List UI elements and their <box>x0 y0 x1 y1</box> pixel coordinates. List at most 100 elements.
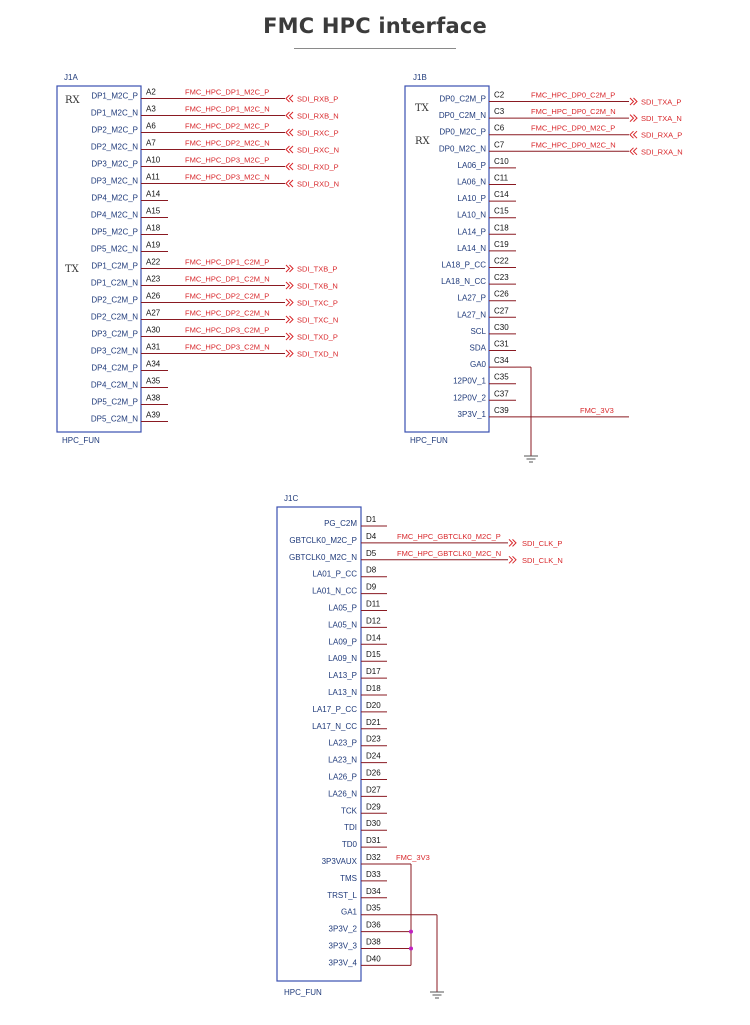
j1a-pin-name: DP4_C2M_N <box>91 381 138 390</box>
j1b-pin-number: C6 <box>494 124 505 133</box>
j1c-pin-name: LA01_P_CC <box>313 570 358 579</box>
j1b-net-label: FMC_HPC_DP0_C2M_N <box>531 107 616 116</box>
j1c-pin-number: D12 <box>366 616 381 625</box>
j1a-pin-name: DP4_M2C_P <box>91 194 138 203</box>
j1c-junction-dot <box>409 929 413 934</box>
j1c-pin-name: GBTCLK0_M2C_P <box>289 536 357 545</box>
j1a-net-label: FMC_HPC_DP1_M2C_N <box>185 105 270 114</box>
j1a-pin-name: DP2_M2C_N <box>91 143 138 152</box>
j1b-pin-name: LA06_N <box>457 178 486 187</box>
j1a-input-port-icon <box>285 94 294 103</box>
j1c-pin-name: LA17_N_CC <box>312 722 357 731</box>
j1a-pin-name: DP1_C2M_N <box>91 279 138 288</box>
j1a-net-label: FMC_HPC_DP2_M2C_N <box>185 139 270 148</box>
j1a-pin-number: A7 <box>146 139 156 148</box>
j1c-pin-number: D32 <box>366 853 381 862</box>
j1b-net-label: FMC_HPC_DP0_C2M_P <box>531 91 615 100</box>
j1a-pin-number: A34 <box>146 360 161 369</box>
j1a-port-label: SDI_RXC_P <box>297 129 339 138</box>
j1a-input-port-icon <box>285 128 294 137</box>
j1b-pin-number: C18 <box>494 223 509 232</box>
j1a-pin-name: DP5_M2C_N <box>91 245 138 254</box>
page-title-wrap: FMC HPC interface <box>0 14 750 38</box>
j1c-pin-name: GBTCLK0_M2C_N <box>289 553 357 562</box>
j1c-pin-name: 3P3VAUX <box>322 857 358 866</box>
j1c-pin-number: D29 <box>366 802 381 811</box>
j1c-pin-number: D38 <box>366 938 381 947</box>
j1c-pin-name: TRST_L <box>327 891 357 900</box>
j1c-pin-name: LA17_P_CC <box>313 705 358 714</box>
j1b-port-label: SDI_TXA_P <box>641 98 681 107</box>
j1b-pin-name: 3P3V_1 <box>458 410 487 419</box>
j1a-pin-name: DP4_C2M_P <box>91 364 138 373</box>
j1a-output-port-icon <box>285 349 294 358</box>
j1a-net-label: FMC_HPC_DP3_M2C_N <box>185 173 270 182</box>
j1c-pin-number: D30 <box>366 819 381 828</box>
j1a-input-port-icon-shape <box>285 128 294 137</box>
j1a-pin-number: A2 <box>146 88 156 97</box>
j1a-output-port-icon-shape <box>285 332 294 341</box>
j1a-pin-number: A14 <box>146 190 161 199</box>
j1c-pin-number: D35 <box>366 904 381 913</box>
j1c-pin-name: LA01_N_CC <box>312 587 357 596</box>
j1a-pin-number: A30 <box>146 326 161 335</box>
j1c-pin-name: TMS <box>340 874 357 883</box>
j1a-input-port-icon-shape <box>285 145 294 154</box>
j1c-pin-name: TDI <box>344 823 357 832</box>
j1b-pin-number: C26 <box>494 290 509 299</box>
j1c-pin-number: D33 <box>366 870 381 879</box>
j1b-pin-name: DP0_M2C_P <box>439 128 486 137</box>
j1c-pin-number: D26 <box>366 769 381 778</box>
j1c-pin-number: D15 <box>366 650 381 659</box>
j1b-pin-number: C22 <box>494 257 509 266</box>
j1b-pin-number: C39 <box>494 406 509 415</box>
j1c-pin-name: LA09_N <box>328 654 357 663</box>
j1c-pin-name: LA26_N <box>328 789 357 798</box>
j1b-output-port-icon <box>629 97 638 106</box>
j1a-port-label: SDI_RXB_N <box>297 112 339 121</box>
j1a-net-label: FMC_HPC_DP2_C2M_P <box>185 292 269 301</box>
j1a-output-port-icon <box>285 298 294 307</box>
j1c-pin-number: D8 <box>366 566 377 575</box>
j1c-net-label: FMC_HPC_GBTCLK0_M2C_N <box>397 549 501 558</box>
j1a-pin-name: DP5_M2C_P <box>91 228 138 237</box>
j1b-pin-name: SCL <box>470 327 486 336</box>
j1a-pin-name: DP3_C2M_N <box>91 347 138 356</box>
j1b-pin-number: C3 <box>494 107 505 116</box>
j1b-pin-number: C14 <box>494 190 509 199</box>
j1b-pin-number: C10 <box>494 157 509 166</box>
j1a-input-port-icon-shape <box>285 94 294 103</box>
j1c-3v3-label: FMC_3V3 <box>396 853 430 862</box>
j1a-pin-number: A15 <box>146 207 161 216</box>
j1c-pin-number: D31 <box>366 836 381 845</box>
j1a-input-port-icon <box>285 162 294 171</box>
j1b-pin-name: LA10_N <box>457 211 486 220</box>
j1c-pin-number: D23 <box>366 735 381 744</box>
j1b-body <box>404 85 490 433</box>
j1a-group-label: TX <box>65 264 80 275</box>
j1a-port-label: SDI_TXB_N <box>297 282 338 291</box>
j1a-input-port-icon-shape <box>285 111 294 120</box>
j1a-pin-number: A10 <box>146 156 161 165</box>
page-title: FMC HPC interface <box>263 14 487 38</box>
j1c-pin-number: D20 <box>366 701 381 710</box>
j1a-pin-name: DP4_M2C_N <box>91 211 138 220</box>
j1b-pin-number: C7 <box>494 140 505 149</box>
j1a-port-label: SDI_TXD_N <box>297 350 338 359</box>
j1a-port-label: SDI_TXC_N <box>297 316 338 325</box>
j1c-port-label: SDI_CLK_P <box>522 539 562 548</box>
j1c-pin-name: LA13_N <box>328 688 357 697</box>
j1b-port-label: SDI_RXA_P <box>641 131 682 140</box>
j1a-output-port-icon-shape <box>285 315 294 324</box>
j1a-output-port-icon <box>285 264 294 273</box>
j1c-pin-name: LA23_N <box>328 756 357 765</box>
j1a-net-label: FMC_HPC_DP1_C2M_N <box>185 275 270 284</box>
j1c-pin-name: 3P3V_3 <box>329 942 358 951</box>
j1b-pin-number: C19 <box>494 240 509 249</box>
j1c-pin-name: LA09_P <box>329 637 357 646</box>
j1b-pin-name: DP0_C2M_N <box>439 111 486 120</box>
j1a-port-label: SDI_RXD_P <box>297 163 339 172</box>
j1a-pin-number: A11 <box>146 173 160 182</box>
j1a-group-label: RX <box>65 95 81 106</box>
